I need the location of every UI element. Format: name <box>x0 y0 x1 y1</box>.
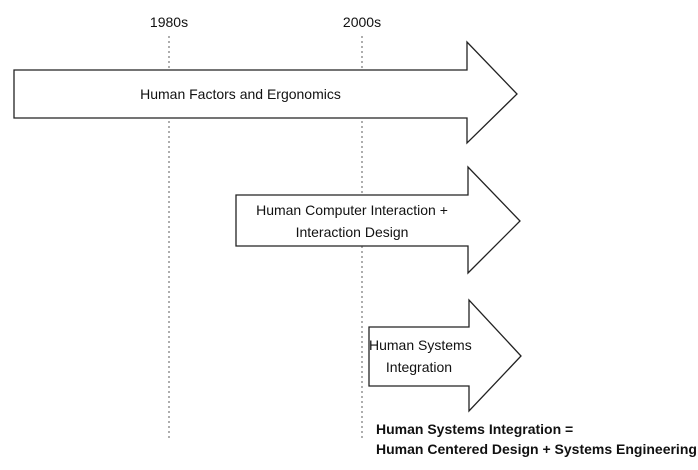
definition-line-2: Human Centered Design + Systems Engineer… <box>376 441 697 457</box>
arrow-human-factors <box>13 40 518 145</box>
era-label-2000s: 2000s <box>342 14 382 30</box>
arrow-label-line: Human Computer Interaction + <box>256 202 448 218</box>
arrow-hsi <box>368 298 522 413</box>
definition-line-1: Human Systems Integration = <box>376 421 574 437</box>
arrow-label-hsi: Human Systems Integration <box>369 334 472 378</box>
arrow-label-hci: Human Computer Interaction + Interaction… <box>236 199 468 243</box>
arrow-label-line: Integration <box>385 359 453 375</box>
hsi-definition: Human Systems Integration = Human Center… <box>376 419 697 459</box>
arrow-label-line: Human Factors and Ergonomics <box>140 86 341 102</box>
arrow-hci <box>235 165 521 275</box>
era-label-1980s: 1980s <box>149 14 189 30</box>
arrow-label-line: Human Systems <box>369 337 472 353</box>
arrow-label-human-factors: Human Factors and Ergonomics <box>14 83 467 105</box>
arrow-label-line: Interaction Design <box>295 224 409 240</box>
